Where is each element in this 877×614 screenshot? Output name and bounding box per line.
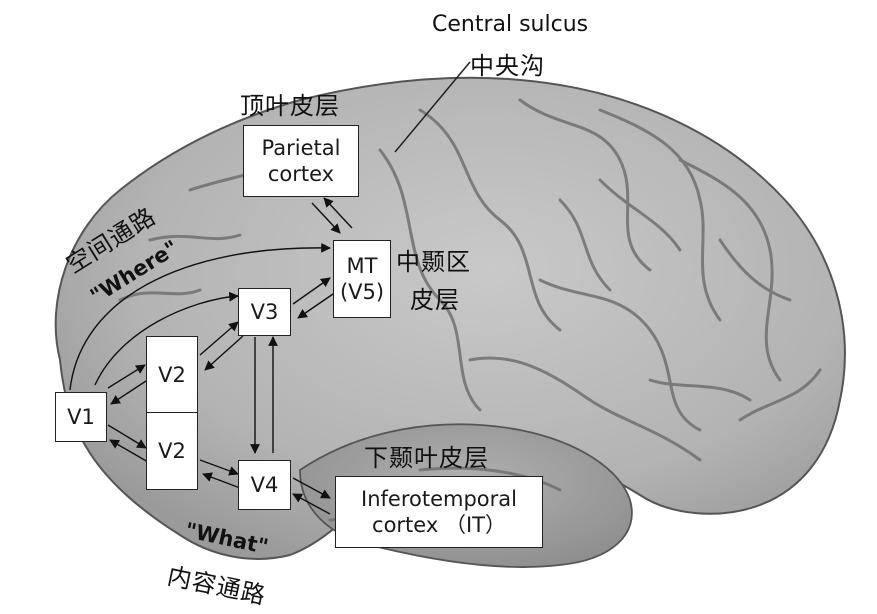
v1-label: V1	[67, 404, 95, 430]
parietal-line-1: Parietal	[262, 135, 341, 161]
it-line-1: Inferotemporal	[361, 486, 517, 512]
parietal-zh-label: 顶叶皮层	[240, 86, 340, 121]
parietal-cortex-box: Parietal cortex	[243, 125, 359, 197]
v4-box: V4	[238, 460, 291, 510]
v2-lower-label: V2	[158, 438, 186, 464]
central-sulcus-zh-label: 中央沟	[470, 46, 545, 81]
parietal-line-2: cortex	[262, 161, 341, 187]
v2-lower-box: V2	[146, 412, 198, 490]
v2-upper-box: V2	[146, 336, 198, 414]
mt-zh-label-2: 皮层	[410, 280, 460, 315]
v2-upper-label: V2	[158, 362, 186, 388]
it-line-2: cortex （IT）	[361, 512, 517, 538]
mt-zh-label-1: 中颞区	[396, 242, 471, 277]
mt-v5-box: MT (V5)	[333, 240, 391, 318]
mt-line-2: (V5)	[340, 279, 384, 305]
inferotemporal-zh-label: 下颞叶皮层	[364, 438, 489, 473]
v1-box: V1	[55, 392, 107, 442]
central-sulcus-label: Central sulcus	[432, 12, 588, 37]
v3-box: V3	[238, 288, 291, 336]
v4-label: V4	[251, 472, 279, 498]
mt-line-1: MT	[340, 253, 384, 279]
inferotemporal-cortex-box: Inferotemporal cortex （IT）	[335, 476, 543, 548]
v3-label: V3	[251, 299, 279, 325]
